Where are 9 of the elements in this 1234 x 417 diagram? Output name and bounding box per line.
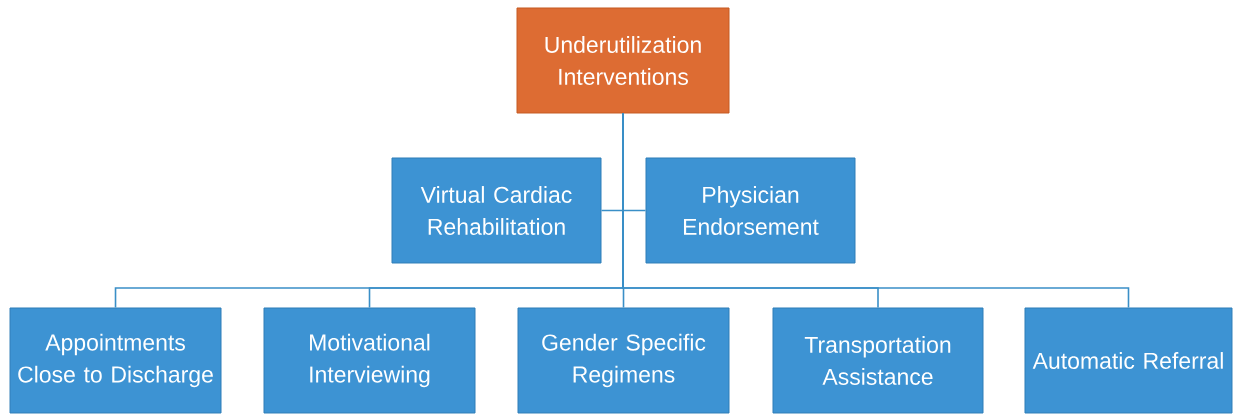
intervention-box: Physician Endorsement	[645, 157, 856, 264]
intervention-box: Appointments Close to Discharge	[9, 307, 222, 414]
intervention-box: Virtual Cardiac Rehabilitation	[391, 157, 602, 264]
intervention-box: Automatic Referral	[1024, 307, 1233, 414]
intervention-box: Motivational Interviewing	[263, 307, 476, 414]
intervention-box: Transportation Assistance	[772, 307, 984, 414]
connector-line	[622, 112, 1130, 309]
intervention-box: Gender Specific Regimens	[517, 307, 730, 414]
root-box: Underutilization Interventions	[516, 7, 730, 114]
